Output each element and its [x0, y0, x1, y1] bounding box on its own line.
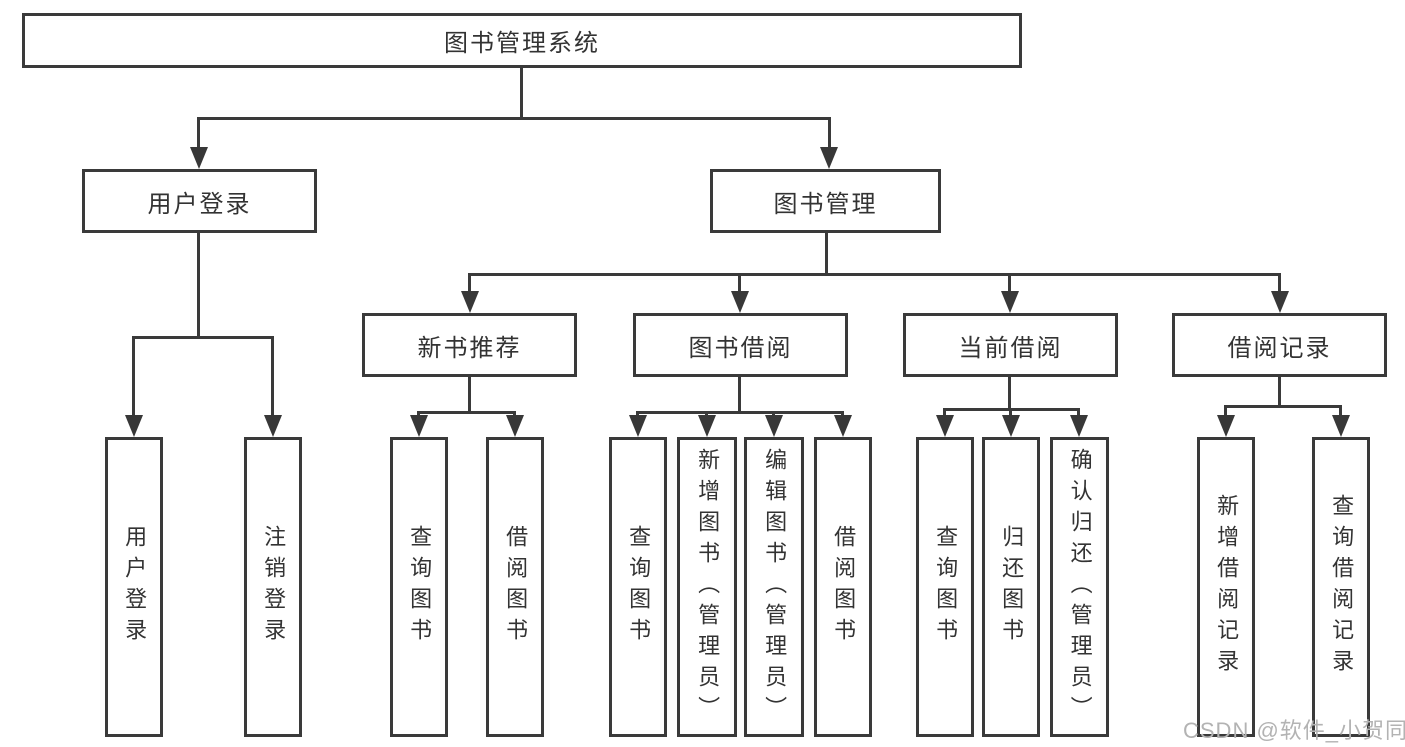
- node-user-login-label: 用户登录: [147, 190, 252, 218]
- connector-drop-leaf10: [1009, 408, 1012, 417]
- leaf-user-login: 用户登录: [105, 437, 163, 737]
- connector-drop-leaf3: [417, 411, 420, 418]
- leaf-borrow-book-recommend: 借阅图书: [486, 437, 544, 737]
- node-current-borrow-label: 当前借阅: [958, 334, 1063, 362]
- arrowhead-book-management: [820, 147, 838, 169]
- leaf-add-borrow-record-label: 新增借阅记录: [1214, 494, 1240, 680]
- arrowhead-leaf7: [765, 415, 783, 437]
- connector-recommend-stem: [468, 377, 471, 411]
- connector-borrowrecord-stem: [1278, 377, 1281, 405]
- leaf-query-borrow-record-label: 查询借阅记录: [1329, 494, 1355, 680]
- arrowhead-leaf4: [506, 415, 524, 437]
- connector-drop-leaf2: [271, 336, 274, 418]
- leaf-edit-book-admin-label: 编辑图书（管理员）: [762, 447, 788, 727]
- arrowhead-leaf12: [1217, 415, 1235, 437]
- leaf-logout-login: 注销登录: [244, 437, 302, 737]
- leaf-edit-book-admin: 编辑图书（管理员）: [744, 437, 804, 737]
- node-book-borrow-label: 图书借阅: [688, 334, 793, 362]
- connector-recommend-rail: [417, 411, 516, 414]
- arrowhead-user-login: [190, 147, 208, 169]
- node-book-management: 图书管理: [710, 169, 941, 233]
- connector-drop-leaf8: [841, 411, 844, 418]
- leaf-borrow-book-label: 借阅图书: [831, 525, 857, 649]
- leaf-query-book-recommend: 查询图书: [390, 437, 448, 737]
- node-new-book-recommend-label: 新书推荐: [417, 334, 522, 362]
- arrowhead-leaf2: [264, 415, 282, 437]
- connector-drop-book-management: [828, 117, 831, 151]
- leaf-add-book-admin-label: 新增图书（管理员）: [695, 447, 721, 727]
- node-user-login: 用户登录: [82, 169, 317, 233]
- leaf-query-book-current: 查询图书: [916, 437, 974, 737]
- leaf-logout-login-label: 注销登录: [261, 525, 287, 649]
- connector-bookborrow-rail: [636, 411, 844, 414]
- leaf-confirm-return-admin-label: 确认归还（管理员）: [1067, 447, 1093, 727]
- leaf-query-book-current-label: 查询图书: [933, 525, 959, 649]
- connector-drop-leaf6: [705, 411, 708, 418]
- leaf-user-login-label: 用户登录: [122, 525, 148, 649]
- leaf-borrow-book: 借阅图书: [814, 437, 872, 737]
- arrowhead-leaf5: [629, 415, 647, 437]
- connector-drop-leaf13: [1339, 405, 1342, 417]
- connector-drop-currentborrow: [1008, 273, 1011, 293]
- node-new-book-recommend: 新书推荐: [362, 313, 577, 377]
- node-current-borrow: 当前借阅: [903, 313, 1118, 377]
- connector-bookmgmt-stem: [825, 233, 828, 273]
- leaf-query-borrow-record: 查询借阅记录: [1312, 437, 1370, 737]
- connector-drop-bookborrow: [738, 273, 741, 293]
- csdn-watermark: CSDN @软件_小贺同学: [1183, 718, 1405, 743]
- connector-drop-leaf1: [132, 336, 135, 418]
- leaf-add-book-admin: 新增图书（管理员）: [677, 437, 737, 737]
- node-book-borrow: 图书借阅: [633, 313, 848, 377]
- node-borrow-record: 借阅记录: [1172, 313, 1387, 377]
- arrowhead-borrowrecord: [1271, 291, 1289, 313]
- connector-borrowrecord-rail: [1224, 405, 1342, 408]
- connector-drop-leaf5: [636, 411, 639, 418]
- arrowhead-bookborrow: [731, 291, 749, 313]
- leaf-query-book-borrow: 查询图书: [609, 437, 667, 737]
- arrowhead-leaf8: [834, 415, 852, 437]
- connector-currentborrow-stem: [1008, 377, 1011, 408]
- arrowhead-leaf6: [698, 415, 716, 437]
- arrowhead-leaf1: [125, 415, 143, 437]
- arrowhead-currentborrow: [1001, 291, 1019, 313]
- connector-drop-leaf9: [943, 408, 946, 417]
- arrowhead-leaf3: [410, 415, 428, 437]
- connector-level3-rail: [468, 273, 1281, 276]
- leaf-query-book-borrow-label: 查询图书: [626, 525, 652, 649]
- arrowhead-leaf9: [936, 415, 954, 437]
- node-root-label: 图书管理系统: [444, 30, 600, 57]
- connector-drop-leaf12: [1224, 405, 1227, 417]
- connector-drop-leaf7: [772, 411, 775, 418]
- connector-level2-rail: [197, 117, 831, 120]
- arrowhead-recommend: [461, 291, 479, 313]
- leaf-query-book-recommend-label: 查询图书: [407, 525, 433, 649]
- connector-drop-user-login: [197, 117, 200, 151]
- arrowhead-leaf11: [1070, 415, 1088, 437]
- connector-userlogin-stem: [197, 233, 200, 336]
- leaf-return-book-label: 归还图书: [999, 525, 1025, 649]
- connector-root-stem: [520, 68, 523, 117]
- arrowhead-leaf10: [1002, 415, 1020, 437]
- connector-drop-leaf11: [1077, 408, 1080, 417]
- connector-userlogin-rail: [132, 336, 274, 339]
- connector-drop-recommend: [468, 273, 471, 293]
- node-book-management-label: 图书管理: [773, 190, 878, 218]
- connector-bookborrow-stem: [738, 377, 741, 411]
- leaf-confirm-return-admin: 确认归还（管理员）: [1050, 437, 1109, 737]
- connector-drop-leaf4: [513, 411, 516, 418]
- leaf-return-book: 归还图书: [982, 437, 1040, 737]
- connector-drop-borrowrecord: [1278, 273, 1281, 293]
- arrowhead-leaf13: [1332, 415, 1350, 437]
- node-root: 图书管理系统: [22, 13, 1022, 68]
- leaf-borrow-book-recommend-label: 借阅图书: [503, 525, 529, 649]
- leaf-add-borrow-record: 新增借阅记录: [1197, 437, 1255, 737]
- node-borrow-record-label: 借阅记录: [1227, 334, 1332, 362]
